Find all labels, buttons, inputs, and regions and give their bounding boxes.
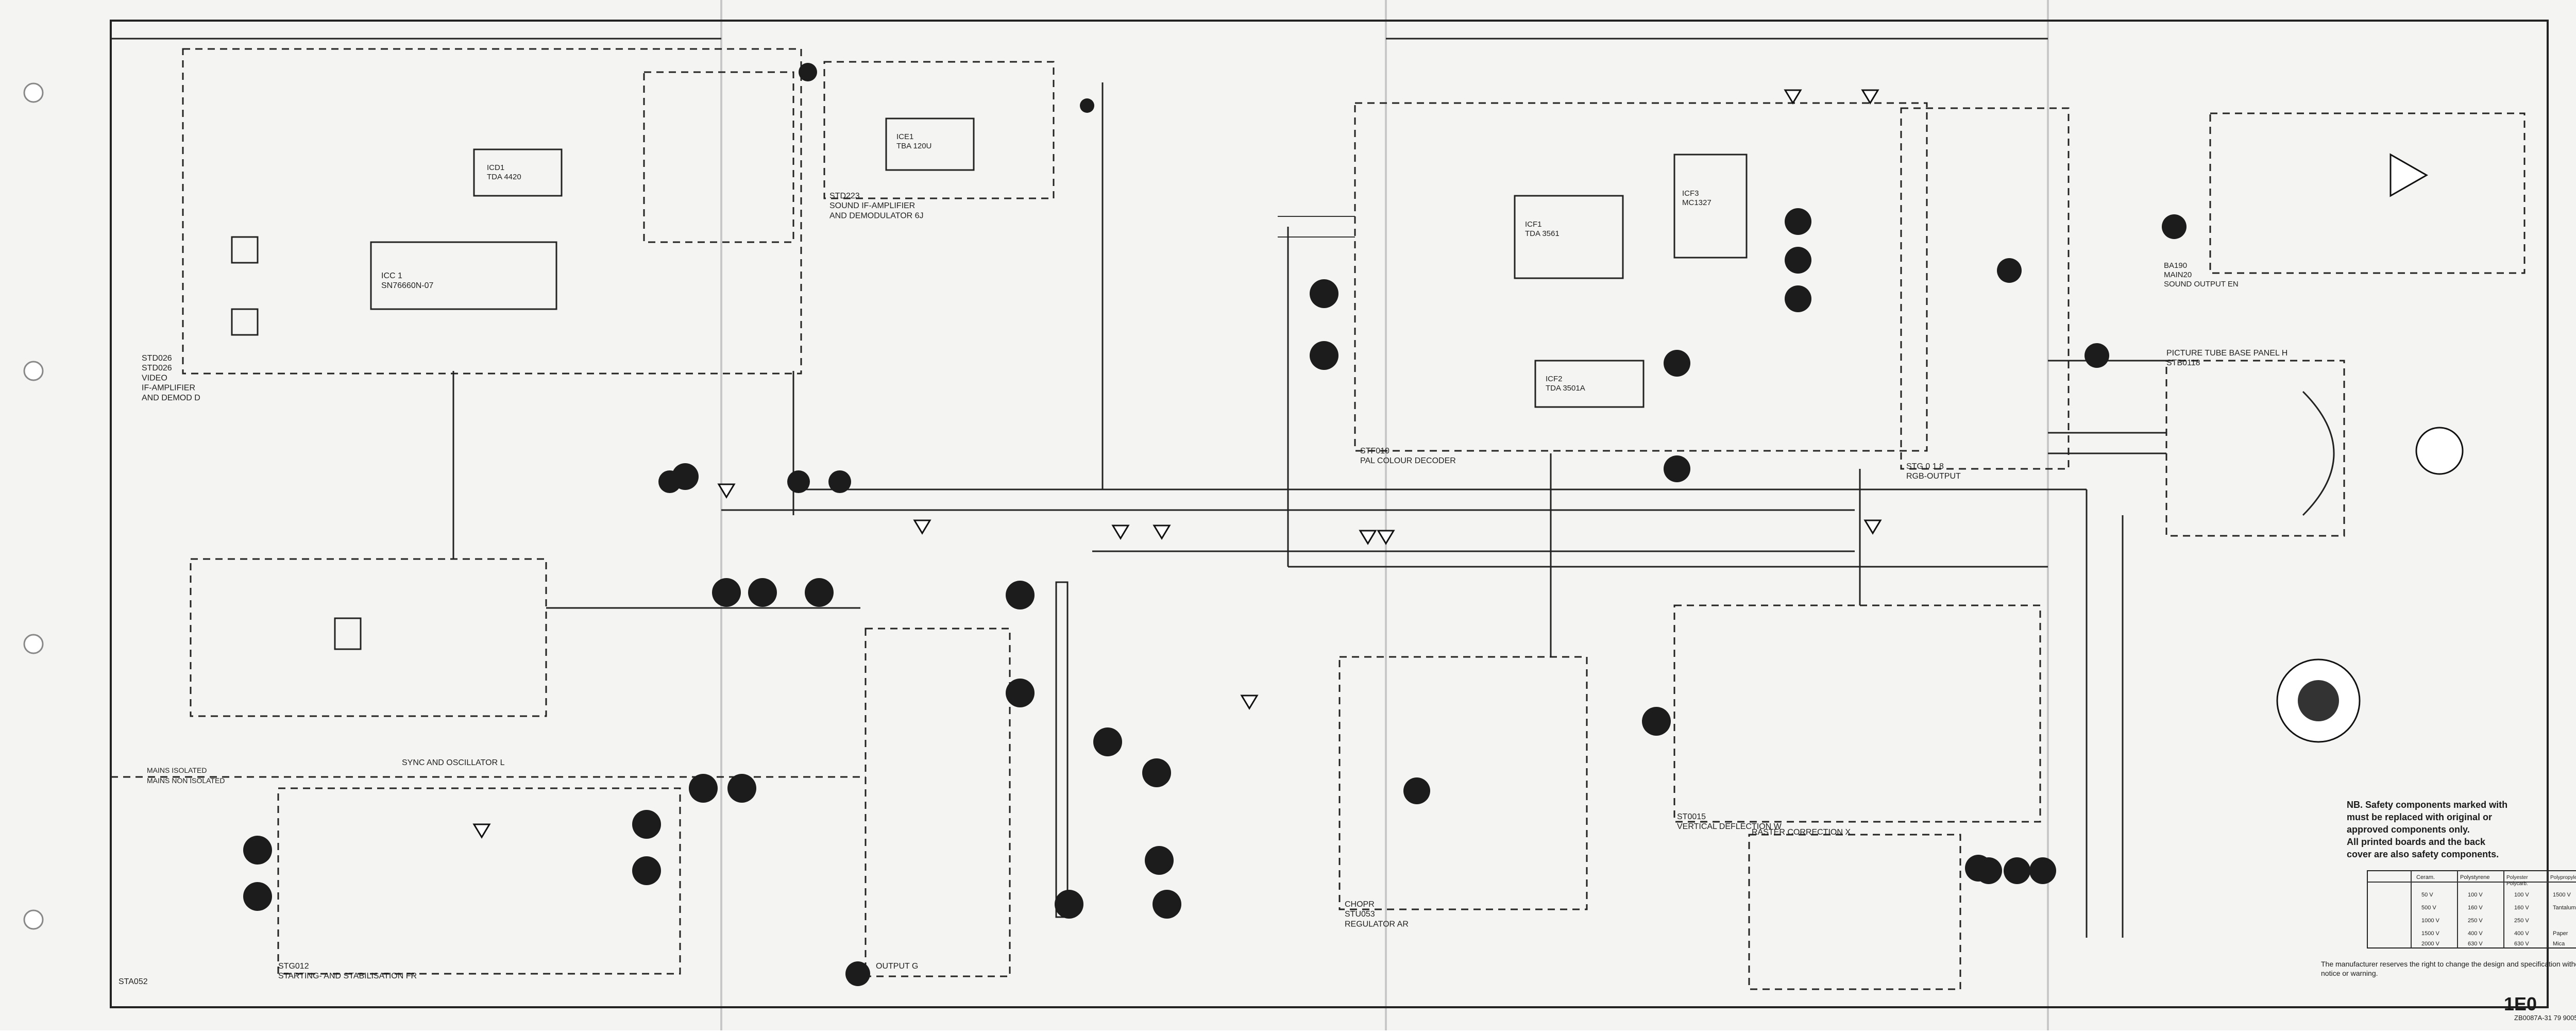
- safety-triangle-markers: [472, 89, 1882, 839]
- legend-cell: 630 V: [2468, 941, 2483, 947]
- legend-cell: 160 V: [2514, 905, 2529, 911]
- legend-cell: 2000 V: [2421, 941, 2440, 947]
- legend-cell: 50 V: [2421, 892, 2433, 898]
- legend-cell: 1500 V: [2421, 930, 2440, 937]
- binder-hole: [23, 82, 44, 103]
- safety-note-line: All printed boards and the back: [2347, 837, 2486, 847]
- legend-cell: Mica: [2553, 941, 2565, 947]
- mains-non-isolated-label: MAINS NON ISOLATED: [147, 776, 225, 785]
- binder-hole: [23, 361, 44, 381]
- safety-note: NB. Safety components marked with must b…: [2347, 799, 2573, 860]
- legend-cell: Tantalum: [2553, 905, 2576, 911]
- waveform-markers: [243, 63, 2187, 986]
- safety-note-line: must be replaced with original or: [2347, 812, 2493, 822]
- panel-sync-oscillator: SYNC AND OSCILLATOR L: [190, 558, 547, 767]
- bus-wires: [111, 38, 2166, 938]
- sheet-border: [110, 20, 2549, 1008]
- panel-raster-correction: RASTER CORRECTION X: [1748, 828, 1961, 990]
- legend-header-2: Polystyrene: [2460, 874, 2489, 880]
- legend-cell: 250 V: [2514, 918, 2529, 924]
- binder-hole: [23, 634, 44, 654]
- legend-header-4: Polypropylen: [2550, 875, 2576, 880]
- legend-cell: 400 V: [2468, 930, 2483, 937]
- panel-title-line-output: OUTPUT G: [876, 962, 918, 971]
- safety-note-heading: NB. Safety components marked with: [2347, 800, 2508, 810]
- legend-cell: 630 V: [2514, 941, 2529, 947]
- chassis-label: STA052: [118, 977, 148, 986]
- legend-cell: 100 V: [2514, 892, 2529, 898]
- legend-cell: Paper: [2553, 930, 2568, 937]
- panel-title-raster-correction: RASTER CORRECTION X: [1752, 828, 1851, 837]
- legend-cell: 1500 V: [2553, 892, 2571, 898]
- legend-cell: 500 V: [2421, 905, 2436, 911]
- document-reference: ZB0087A-31 79 9005AA. 930700: [2514, 1014, 2576, 1022]
- binder-hole: [23, 909, 44, 930]
- safety-note-line: cover are also safety components.: [2347, 849, 2499, 859]
- panel-title-sync-oscillator: SYNC AND OSCILLATOR L: [402, 758, 505, 767]
- manufacturer-disclaimer: The manufacturer reserves the right to c…: [2321, 960, 2576, 977]
- page-code: 1E0: [2504, 993, 2537, 1014]
- legend-cell: 400 V: [2514, 930, 2529, 937]
- safety-note-line: approved components only.: [2347, 824, 2470, 835]
- legend-cell: 100 V: [2468, 892, 2483, 898]
- legend-cell: 160 V: [2468, 905, 2483, 911]
- legend-cell: 1000 V: [2421, 918, 2440, 924]
- panel-line-output: OUTPUT G: [865, 581, 1069, 977]
- legend-header-1: Ceram.: [2416, 874, 2435, 880]
- mains-isolated-label: MAINS ISOLATED: [147, 766, 207, 774]
- legend-cell: 250 V: [2468, 918, 2483, 924]
